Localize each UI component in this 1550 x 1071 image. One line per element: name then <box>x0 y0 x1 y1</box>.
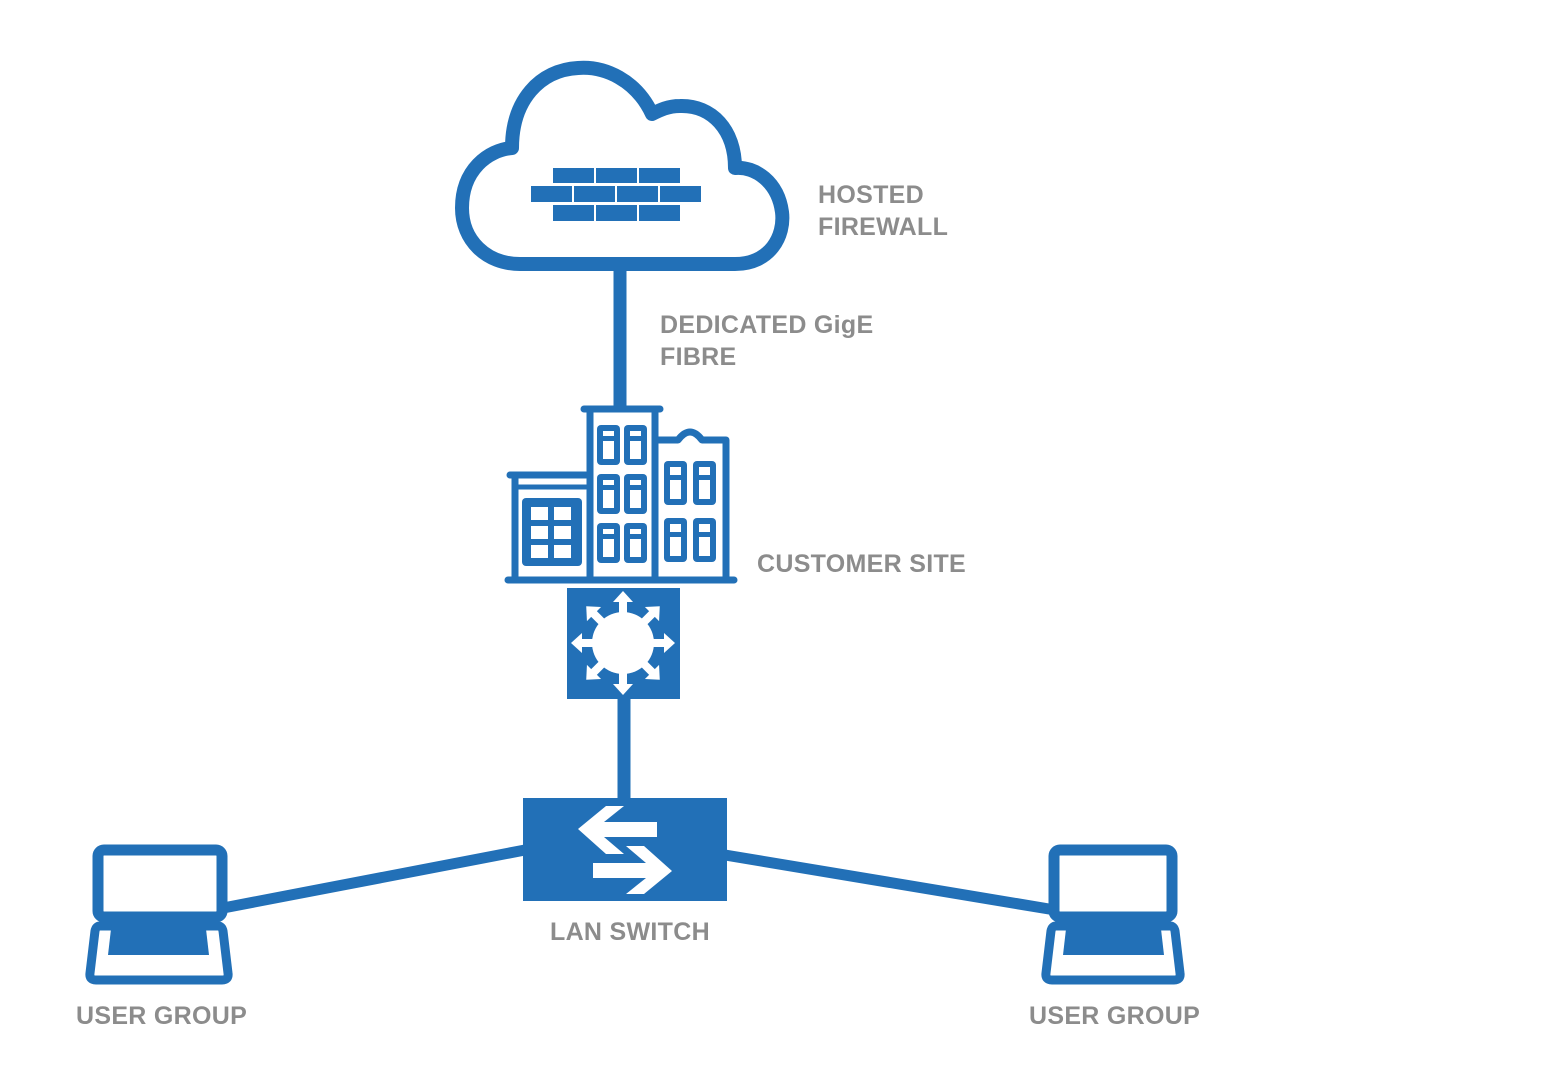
router-arrow <box>586 659 607 680</box>
router-arrow <box>613 671 633 695</box>
router-icon <box>567 588 680 699</box>
firewall-bricks-icon <box>531 168 701 221</box>
link-label-line1: DEDICATED GigE <box>660 311 873 339</box>
cloud-outline <box>455 60 790 271</box>
hosted-firewall-label-line1: HOSTED <box>818 181 924 209</box>
switch-arrows-icon <box>523 798 727 901</box>
router-arrow <box>639 659 660 680</box>
laptop-icon-left <box>85 844 233 985</box>
router-arrow <box>651 633 675 653</box>
laptop-icon-right <box>1041 844 1185 985</box>
router-arrow <box>571 633 595 653</box>
connections <box>216 268 1056 916</box>
link-label-line2: FIBRE <box>660 343 737 371</box>
router-arrow <box>586 606 607 627</box>
router-arrow <box>613 591 633 615</box>
edge-switch-to-right-users <box>724 849 1056 916</box>
buildings-icon <box>504 405 738 584</box>
customer-site-label: CUSTOMER SITE <box>757 550 966 578</box>
building-windows <box>522 425 716 566</box>
user-group-left-label: USER GROUP <box>76 1002 247 1030</box>
lan-switch-label: LAN SWITCH <box>550 918 710 946</box>
hosted-firewall-label-line2: FIREWALL <box>818 213 948 241</box>
edge-switch-to-left-users <box>216 844 527 915</box>
user-group-right-label: USER GROUP <box>1029 1002 1200 1030</box>
cloud-firewall-icon <box>455 60 790 271</box>
router-arrow <box>639 606 660 627</box>
